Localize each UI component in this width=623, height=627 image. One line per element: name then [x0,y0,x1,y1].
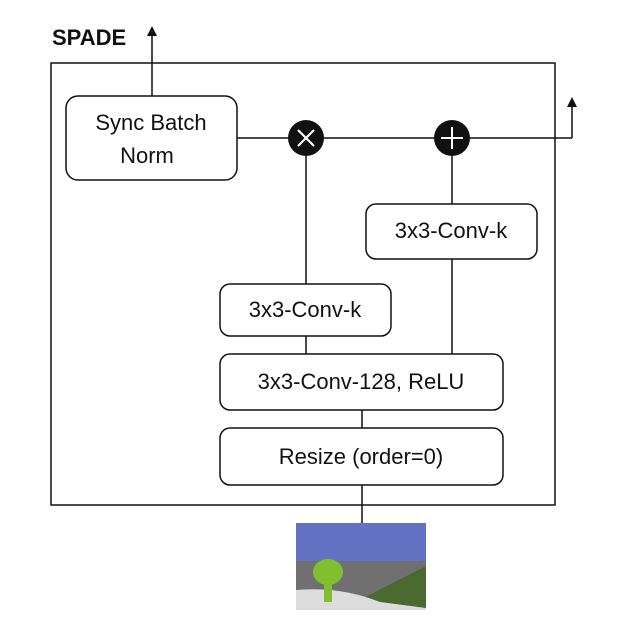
segmap-sky [296,523,426,561]
segmap-tree [313,559,343,602]
resize-label: Resize (order=0) [279,444,443,469]
conv-k-gamma-block: 3x3-Conv-k [219,283,392,337]
diagram-title: SPADE [52,25,126,50]
sync-bn-label-line1: Sync Batch [95,110,206,135]
plus-icon [434,120,470,156]
sync-bn-label-line2: Norm [120,143,174,168]
conv-128-relu-block: 3x3-Conv-128, ReLU [219,353,504,411]
segmentation-map-image [296,523,426,610]
sync-batch-norm-block: Sync Batch Norm [65,95,238,181]
resize-block: Resize (order=0) [219,427,504,486]
spade-frame [50,62,556,506]
conv-k-beta-block: 3x3-Conv-k [365,203,538,260]
multiply-icon [288,120,324,156]
conv-k-gamma-label: 3x3-Conv-k [249,297,362,322]
conv-k-beta-label: 3x3-Conv-k [395,218,508,243]
conv-128-relu-label: 3x3-Conv-128, ReLU [258,369,465,394]
